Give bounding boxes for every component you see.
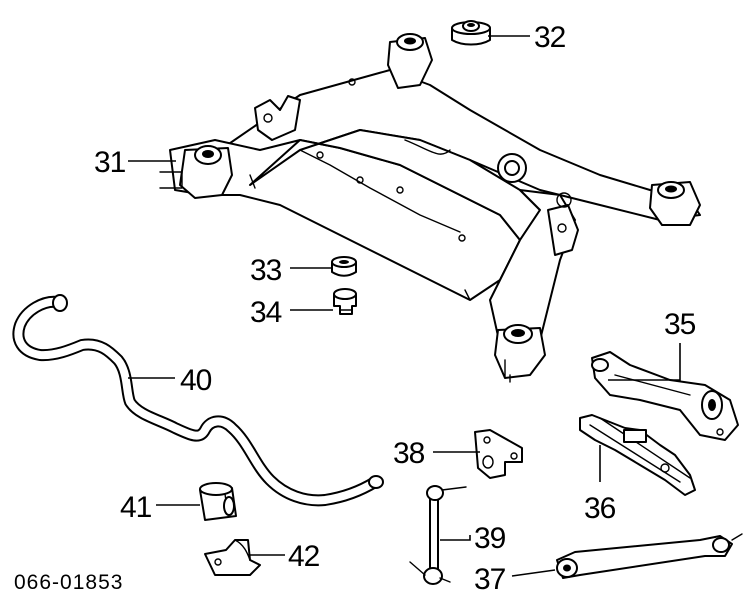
part-41-bushing <box>199 482 237 521</box>
callout-41: 41 <box>120 491 152 524</box>
part-33-washer <box>331 256 357 277</box>
part-32-bushing-stopper <box>451 20 491 46</box>
callout-39: 39 <box>474 522 506 555</box>
part-35-upper-arm <box>591 351 739 441</box>
callout-35: 35 <box>664 308 696 341</box>
part-36-lower-arm <box>579 414 696 496</box>
callout-33: 33 <box>250 254 282 287</box>
part-42-clamp <box>204 539 261 576</box>
callout-37: 37 <box>474 563 506 596</box>
part-31-rear-subframe <box>159 33 701 383</box>
callout-labels: 31 32 33 34 35 36 37 38 39 40 41 42 <box>94 21 697 596</box>
document-code: 066-01853 <box>14 571 123 594</box>
callout-34: 34 <box>250 296 282 329</box>
part-38-bracket <box>474 429 523 479</box>
part-40-stabilizer-bar <box>12 294 384 507</box>
callout-32: 32 <box>534 21 566 54</box>
callout-36: 36 <box>584 492 616 525</box>
part-39-stabilizer-link <box>409 485 467 585</box>
callout-31: 31 <box>94 146 126 179</box>
part-34-bolt <box>333 288 357 315</box>
callout-40: 40 <box>180 364 212 397</box>
leader-lines <box>128 35 681 577</box>
part-37-lateral-link <box>556 533 743 579</box>
callout-38: 38 <box>393 437 425 470</box>
callout-42: 42 <box>288 540 320 573</box>
